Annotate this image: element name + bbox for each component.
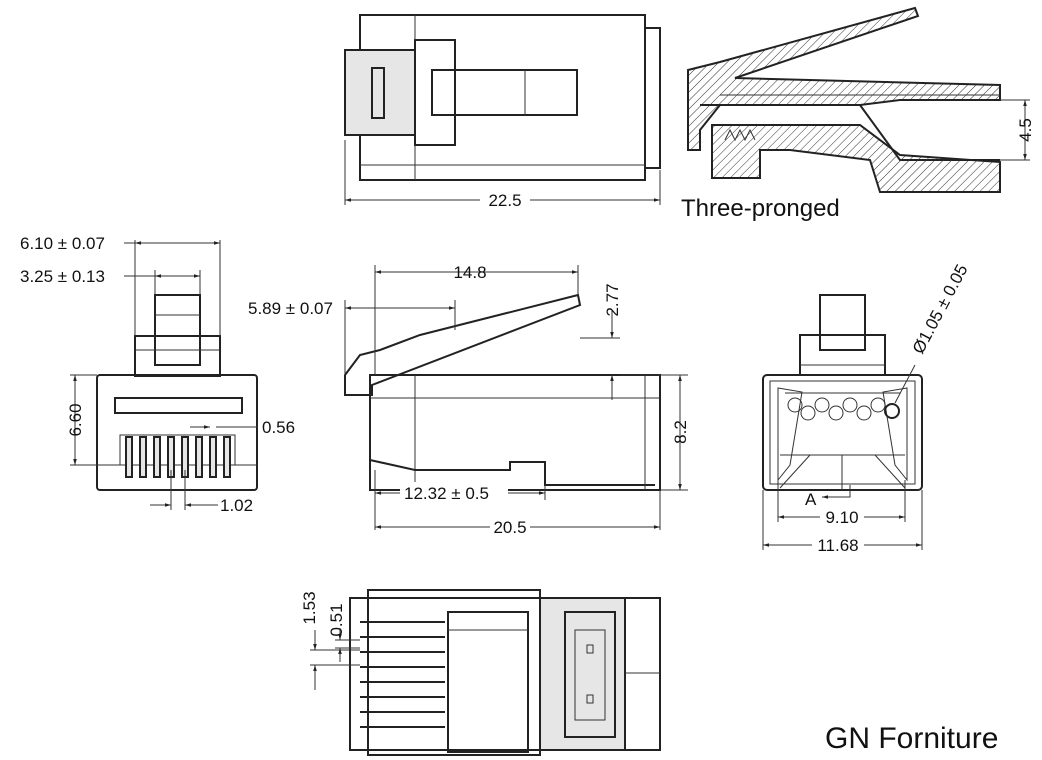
dim-6-60: 6.60 [66, 403, 85, 436]
contacts [125, 436, 231, 478]
dim-1-53: 1.53 [300, 591, 319, 624]
wire-holes [787, 397, 900, 421]
dim-14-8: 14.8 [453, 263, 486, 282]
dim-12-32: 12.32 ± 0.5 [404, 484, 489, 503]
section-marker-a: A [805, 490, 817, 509]
bottom-view: 1.53 0.51 [300, 589, 661, 756]
dim-5-89: 5.89 ± 0.07 [248, 299, 333, 318]
dim-hole-diameter: Ø1.05 ± 0.05 [909, 261, 972, 357]
bottom-contacts [360, 621, 445, 728]
dim-0-51: 0.51 [327, 603, 346, 636]
dim-9-10: 9.10 [825, 508, 858, 527]
section-view: 4.5 Three-pronged [681, 6, 1035, 222]
dim-11-68: 11.68 [817, 536, 858, 555]
dim-0-56: 0.56 [262, 418, 295, 437]
side-view: 14.8 5.89 ± 0.07 2.77 8.2 12.32 ± 0.5 20… [248, 263, 690, 537]
top-view: 22.5 [344, 14, 661, 210]
dim-1-02: 1.02 [220, 496, 253, 515]
dim-22-5: 22.5 [488, 191, 521, 210]
rear-view: Ø1.05 ± 0.05 A 9.10 11.68 [762, 261, 972, 555]
brand-label: GN Forniture [825, 722, 998, 755]
section-caption: Three-pronged [681, 195, 840, 222]
dim-4-5: 4.5 [1016, 118, 1035, 142]
dim-6-10: 6.10 ± 0.07 [20, 234, 105, 253]
dim-8-2: 8.2 [671, 420, 690, 444]
dim-3-25: 3.25 ± 0.13 [20, 267, 105, 286]
front-view: 6.10 ± 0.07 3.25 ± 0.13 6.60 0.56 1.02 [20, 234, 295, 515]
dim-20-5: 20.5 [493, 518, 526, 537]
dim-2-77: 2.77 [603, 283, 622, 316]
